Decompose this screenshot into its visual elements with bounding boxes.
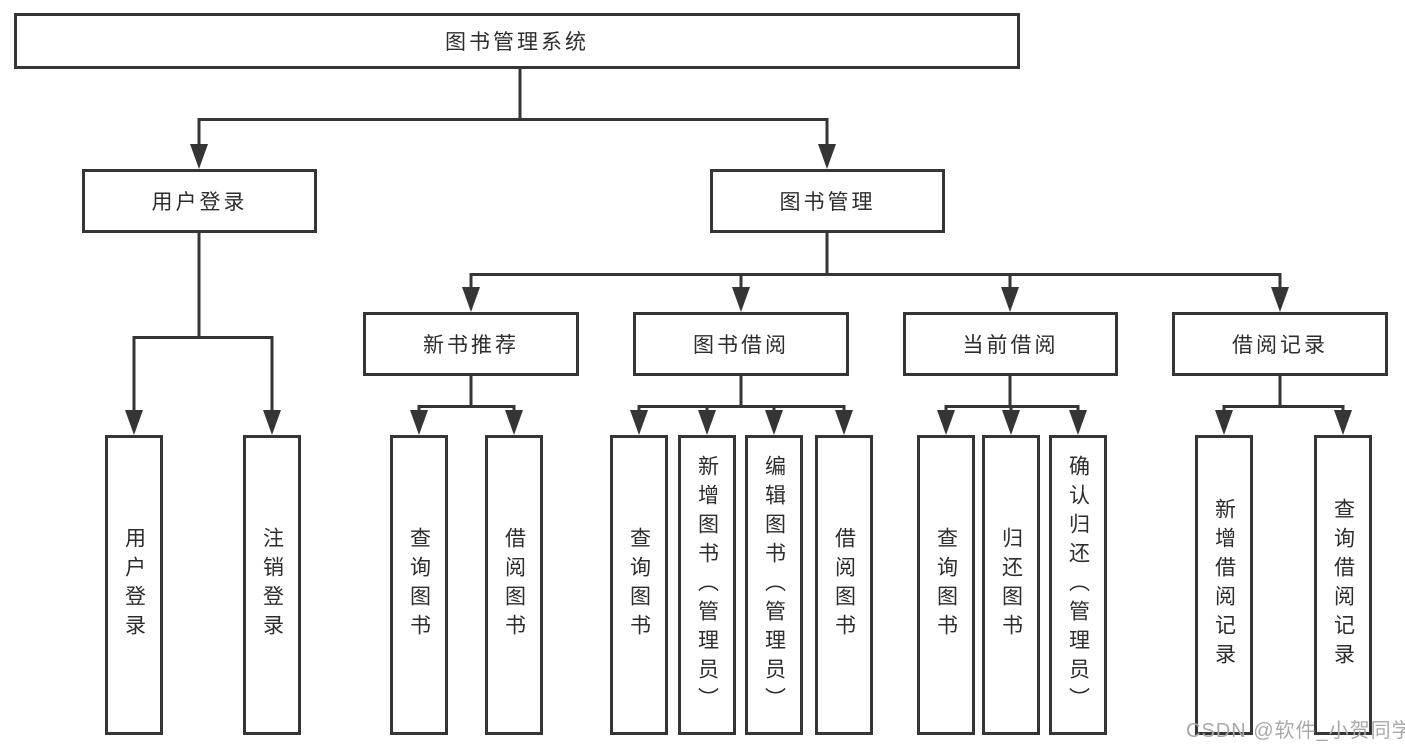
node-current-borrowing: 当前借阅	[903, 312, 1118, 376]
arrowhead-icon	[732, 287, 750, 312]
arrowhead-icon	[1334, 410, 1352, 435]
leaf-query-books-current: 查询图书	[917, 435, 975, 735]
leaf-query-books-borrowing: 查询图书	[610, 435, 668, 735]
node-library-management-system: 图书管理系统	[14, 13, 1020, 69]
node-borrowing-records: 借阅记录	[1172, 312, 1388, 376]
node-user-login: 用户登录	[82, 169, 317, 233]
leaf-edit-book-admin: 编辑图书（管理员）	[745, 435, 803, 735]
arrowhead-icon	[1002, 410, 1020, 435]
arrowhead-icon	[937, 410, 955, 435]
arrowhead-icon	[1215, 410, 1233, 435]
connector-new-book-recommendation	[417, 376, 516, 420]
node-book-borrowing: 图书借阅	[633, 312, 849, 376]
leaf-borrow-books-borrowing: 借阅图书	[815, 435, 873, 735]
arrowhead-icon	[263, 410, 281, 435]
arrowhead-icon	[1069, 410, 1087, 435]
connector-root	[197, 69, 829, 152]
arrowhead-icon	[462, 287, 480, 312]
arrowhead-icon	[835, 410, 853, 435]
leaf-logout: 注销登录	[243, 435, 301, 735]
connector-user-login	[132, 233, 274, 418]
node-new-book-recommendation: 新书推荐	[363, 312, 579, 376]
arrowhead-icon	[190, 144, 208, 169]
connector-book-borrowing	[637, 376, 846, 420]
arrowhead-icon	[125, 410, 143, 435]
leaf-add-book-admin: 新增图书（管理员）	[678, 435, 736, 735]
node-book-management: 图书管理	[710, 169, 945, 233]
arrowhead-icon	[630, 410, 648, 435]
connector-borrowing-records	[1222, 376, 1345, 420]
arrowhead-icon	[410, 410, 428, 435]
arrowhead-icon	[505, 410, 523, 435]
arrowhead-icon	[1271, 287, 1289, 312]
arrowhead-icon	[1001, 287, 1019, 312]
leaf-query-borrow-record: 查询借阅记录	[1314, 435, 1372, 735]
leaf-add-borrow-record: 新增借阅记录	[1195, 435, 1253, 735]
arrowhead-icon	[765, 410, 783, 435]
leaf-borrow-books-recommend: 借阅图书	[485, 435, 543, 735]
arrowhead-icon	[698, 410, 716, 435]
leaf-confirm-return-admin: 确认归还（管理员）	[1049, 435, 1107, 735]
watermark-text: CSDN @软件_小贺同学	[1186, 720, 1405, 742]
connector-book-management	[469, 233, 1282, 297]
leaf-user-login: 用户登录	[105, 435, 163, 735]
leaf-query-books-recommend: 查询图书	[390, 435, 448, 735]
leaf-return-books: 归还图书	[982, 435, 1040, 735]
arrowhead-icon	[818, 144, 836, 169]
